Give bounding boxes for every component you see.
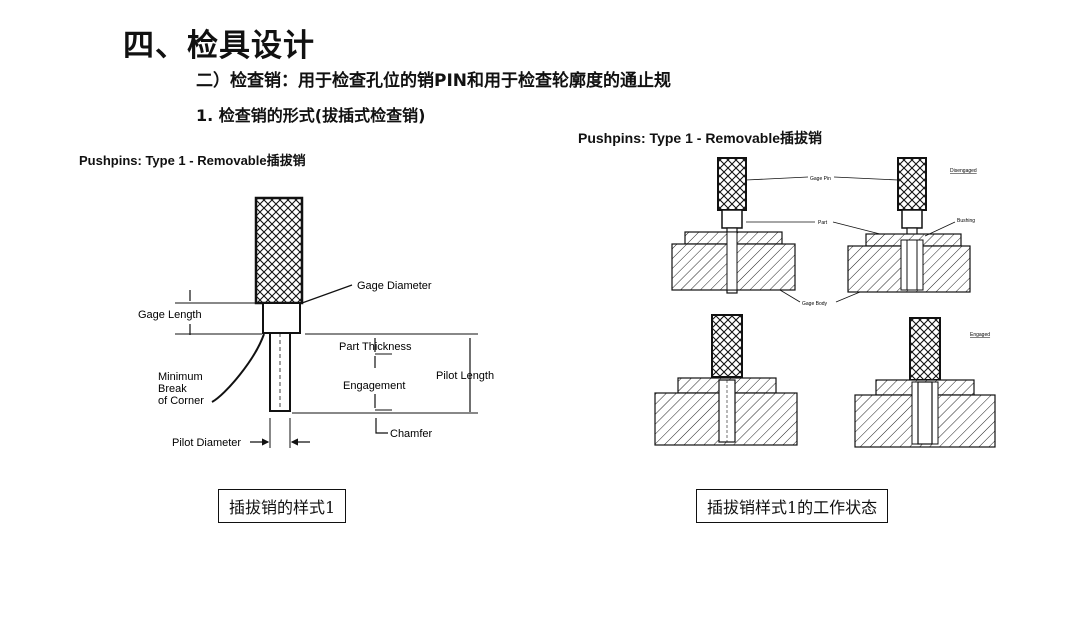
left-figure-caption: Pushpins: Type 1 - Removable插拔销 xyxy=(79,153,306,168)
label-bushing: Bushing xyxy=(957,218,975,224)
engaged-right xyxy=(854,317,996,448)
label-engagement: Engagement xyxy=(343,380,405,392)
disengaged-left xyxy=(671,157,796,294)
label-gage-pin: Gage Pin xyxy=(810,176,831,182)
pin-dimension-diagram: Gage Length Gage Diameter Part Thickness… xyxy=(138,196,494,449)
label-chamfer: Chamfer xyxy=(390,428,433,440)
pin-working-state-diagram: Gage Pin Part Bushing Gage Body Disengag… xyxy=(654,157,996,448)
label-disengaged: Disengaged xyxy=(950,168,977,174)
label-gage-length: Gage Length xyxy=(138,309,202,321)
label-break: Break xyxy=(158,383,187,395)
disengaged-right xyxy=(847,157,971,293)
label-gage-diameter: Gage Diameter xyxy=(357,280,432,292)
label-minimum: Minimum xyxy=(158,371,203,383)
engaged-left xyxy=(654,314,798,446)
section-heading: 1. 检查销的形式(拔插式检查销) xyxy=(196,106,426,125)
pin-gage-section xyxy=(262,302,301,334)
label-pilot-length: Pilot Length xyxy=(436,370,494,382)
label-gage-body: Gage Body xyxy=(802,301,828,307)
label-pilot-diameter: Pilot Diameter xyxy=(172,437,241,449)
slide-subtitle: 二）检查销：用于检查孔位的销PIN和用于检查轮廓度的通止规 xyxy=(196,71,672,91)
label-of-corner: of Corner xyxy=(158,395,204,407)
right-figure-label-box: 插拔销样式1的工作状态 xyxy=(696,489,889,523)
left-figure-label-box: 插拔销的样式1 xyxy=(218,489,347,523)
right-figure-caption: Pushpins: Type 1 - Removable插拔销 xyxy=(578,130,823,146)
slide-title: 四、检具设计 xyxy=(123,28,315,64)
label-engaged: Engaged xyxy=(970,332,990,338)
label-part: Part xyxy=(818,220,828,226)
pin-knurled-head xyxy=(254,196,304,305)
